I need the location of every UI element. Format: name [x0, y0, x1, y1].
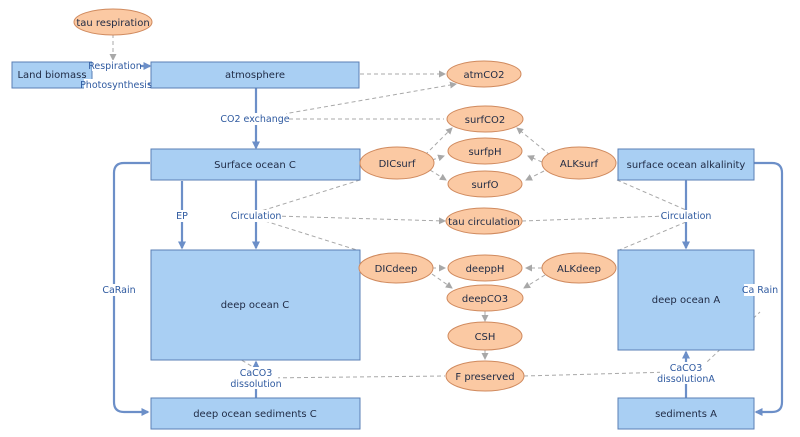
variable-alkdeep[interactable]: ALKdeep: [541, 252, 617, 284]
link-dicsurf-surfph: [431, 154, 445, 162]
tau-circulation-label: tau circulation: [448, 217, 520, 228]
alkdeep-label: ALKdeep: [557, 264, 601, 275]
link-dicsurf-surfo: [429, 169, 447, 181]
circulation-left-label: Circulation: [231, 211, 282, 222]
caco3-dissolution-a-label-line1: CaCO3: [670, 363, 703, 374]
atmco2-label: atmCO2: [463, 70, 504, 81]
land-biomass-label: Land biomass: [17, 70, 86, 81]
link-dicsurf-surfco2: [424, 127, 453, 156]
f-preserved-label: F preserved: [455, 372, 514, 383]
ca-rain-label: Ca Rain: [742, 285, 778, 296]
flow-labels: Respiration Photosynthesis CO2 exchange …: [80, 60, 778, 390]
csh-label: CSH: [475, 332, 496, 343]
dicsurf-label: DICsurf: [379, 159, 416, 170]
surfo-label: surfO: [471, 180, 498, 191]
deep-ocean-sediments-c-label: deep ocean sediments C: [193, 409, 317, 420]
link-dissolution-fpreserved: [261, 375, 446, 379]
variable-dicdeep[interactable]: DICdeep: [358, 252, 434, 284]
surfph-label: surfpH: [468, 147, 501, 158]
variable-atmco2[interactable]: atmCO2: [446, 60, 522, 88]
link-circulation-deepA: [616, 221, 687, 252]
carain-label: CaRain: [102, 285, 135, 296]
stock-land-biomass[interactable]: Land biomass: [11, 61, 93, 89]
link-alkstock-circulation: [616, 179, 687, 211]
link-circulation-deep: [264, 220, 361, 252]
deepph-label: deeppH: [466, 264, 505, 275]
deep-ocean-c-label: deep ocean C: [221, 300, 290, 311]
variable-tau-circulation[interactable]: tau circulation: [445, 207, 523, 235]
link-alksurf-surfco2: [516, 127, 551, 156]
stock-sediments-a[interactable]: sediments A: [617, 397, 755, 430]
surface-ocean-alkalinity-label: surface ocean alkalinity: [627, 160, 746, 171]
caco3-dissolution-label-line2: dissolution: [230, 379, 281, 390]
atmosphere-label: atmosphere: [225, 70, 285, 81]
link-fpreserved-dissolutionA: [523, 371, 673, 377]
link-dicdeep-deepco3: [431, 273, 453, 289]
alksurf-label: ALKsurf: [560, 159, 599, 170]
link-tau-circulation-right: [521, 215, 669, 222]
link-alkdeep-deepco3: [523, 274, 546, 289]
surfco2-label: surfCO2: [465, 115, 505, 126]
respiration-label: Respiration: [88, 61, 142, 72]
variable-deepco3[interactable]: deepCO3: [446, 284, 524, 312]
variable-surfph[interactable]: surfpH: [447, 137, 523, 165]
link-surface-circulation: [257, 179, 361, 213]
variable-tau-respiration[interactable]: tau respiration: [73, 8, 153, 36]
circulation-right-label: Circulation: [661, 211, 712, 222]
deep-ocean-a-label: deep ocean A: [652, 295, 721, 306]
variable-f-preserved[interactable]: F preserved: [445, 360, 525, 392]
link-alksurf-surfph: [527, 155, 543, 163]
variable-alksurf[interactable]: ALKsurf: [541, 146, 617, 180]
variable-dicsurf[interactable]: DICsurf: [359, 146, 435, 180]
variable-csh[interactable]: CSH: [447, 321, 523, 351]
variable-deepph[interactable]: deeppH: [447, 254, 523, 282]
dicdeep-label: DICdeep: [375, 264, 418, 275]
stock-atmosphere[interactable]: atmosphere: [150, 61, 360, 89]
link-circulation-tau: [274, 215, 446, 225]
stock-deep-ocean-c[interactable]: deep ocean C: [150, 249, 361, 361]
photosynthesis-label: Photosynthesis: [80, 80, 152, 91]
tau-respiration-label: tau respiration: [76, 18, 149, 29]
ca-rain-flow[interactable]: [754, 161, 784, 416]
stock-deep-ocean-a[interactable]: deep ocean A: [617, 249, 755, 351]
stock-deep-ocean-sediments-c[interactable]: deep ocean sediments C: [150, 397, 361, 430]
surface-ocean-c-label: Surface ocean C: [214, 160, 296, 171]
link-alksurf-surfo: [525, 170, 545, 181]
caco3-dissolution-a-label-line2: dissolutionA: [657, 374, 715, 385]
link-co2exchange-atmco2: [254, 81, 457, 120]
co2-exchange-label: CO2 exchange: [220, 114, 289, 125]
stock-surface-ocean-alkalinity[interactable]: surface ocean alkalinity: [617, 148, 755, 181]
variable-surfco2[interactable]: surfCO2: [446, 105, 524, 133]
ep-label: EP: [176, 211, 188, 222]
caco3-dissolution-label-line1: CaCO3: [240, 368, 273, 379]
stock-surface-ocean-c[interactable]: Surface ocean C: [150, 148, 361, 181]
deepco3-label: deepCO3: [462, 294, 508, 305]
sediments-a-label: sediments A: [655, 409, 717, 420]
variable-surfo[interactable]: surfO: [447, 170, 523, 198]
